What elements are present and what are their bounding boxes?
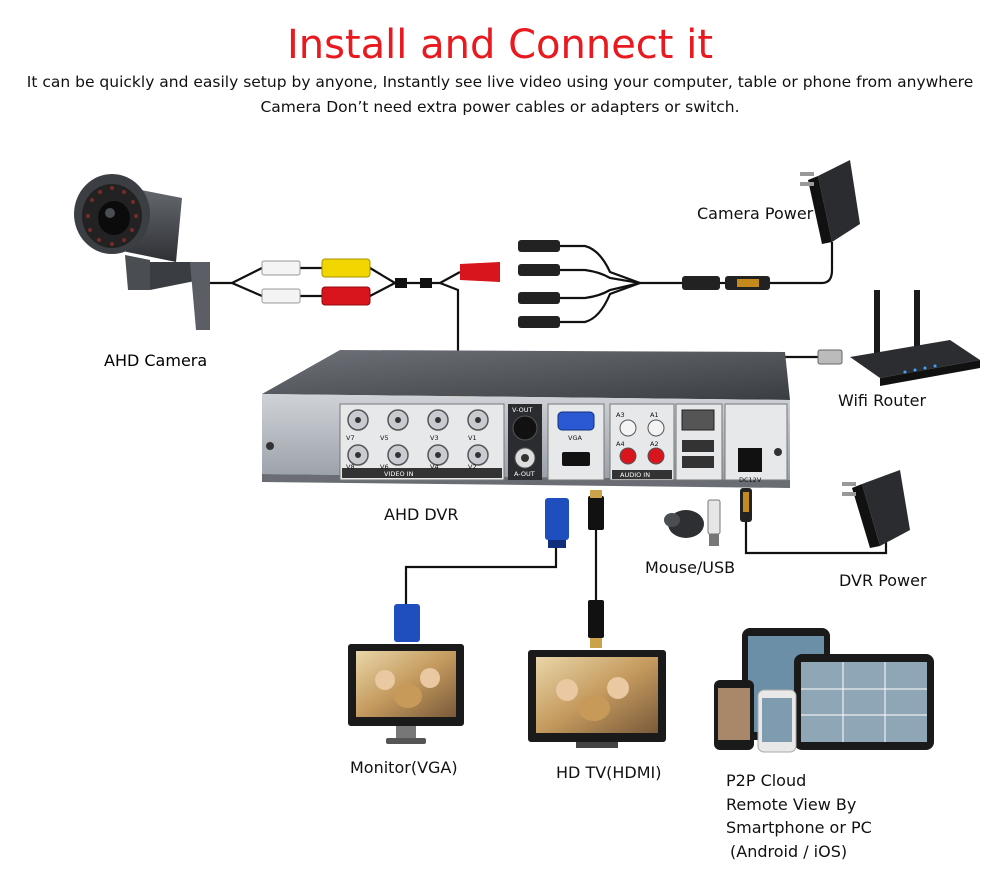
bnc-label-v5: V5 bbox=[380, 434, 389, 442]
bnc-label-v6: V6 bbox=[380, 463, 389, 471]
subtitle-line-2: Camera Don’t need extra power cables or … bbox=[260, 98, 740, 116]
camera-power-label: Camera Power bbox=[697, 204, 814, 223]
ahd-camera-label: AHD Camera bbox=[104, 351, 207, 370]
wifi-router-label: Wifi Router bbox=[838, 391, 927, 410]
p2p-line-4: (Android / iOS) bbox=[730, 842, 847, 861]
bnc-label-v4: V4 bbox=[430, 463, 439, 471]
monitor-image bbox=[348, 644, 464, 744]
hd-tv-image bbox=[528, 650, 666, 748]
p2p-line-3: Smartphone or PC bbox=[726, 818, 872, 837]
mobile-devices-image bbox=[714, 628, 934, 753]
audio-label-a4: A4 bbox=[616, 440, 625, 448]
bnc-label-v2: V2 bbox=[468, 463, 477, 471]
subtitle-line-1: It can be quickly and easily setup by an… bbox=[26, 73, 974, 91]
dvr-power-adapter bbox=[740, 470, 910, 548]
audio-in-label: AUDIO IN bbox=[620, 471, 650, 479]
dvr-panel-text: V7 V5 V3 V1 V8 V6 V4 V2 VIDEO IN VGA A-O… bbox=[346, 406, 762, 484]
bnc-label-v7: V7 bbox=[346, 434, 355, 442]
mouse-usb-image bbox=[664, 499, 721, 546]
vga-port-label: VGA bbox=[568, 434, 582, 442]
p2p-line-2: Remote View By bbox=[726, 795, 856, 814]
bnc-label-v1: V1 bbox=[468, 434, 477, 442]
p2p-cloud-text: P2P Cloud Remote View By Smartphone or P… bbox=[726, 771, 872, 861]
bnc-label-v3: V3 bbox=[430, 434, 439, 442]
page-title: Install and Connect it bbox=[287, 22, 713, 68]
audio-label-a1: A1 bbox=[650, 411, 659, 419]
dvr-unit bbox=[262, 350, 790, 488]
vout-label: V-OUT bbox=[512, 406, 532, 414]
power-splitter bbox=[518, 240, 770, 328]
bnc-label-v8: V8 bbox=[346, 463, 355, 471]
monitor-vga-label: Monitor(VGA) bbox=[350, 758, 458, 777]
p2p-line-1: P2P Cloud bbox=[726, 771, 806, 790]
dvr-power-label: DVR Power bbox=[839, 571, 927, 590]
dc-label: DC12V bbox=[739, 476, 762, 484]
aout-label: A-OUT bbox=[514, 470, 535, 478]
audio-label-a3: A3 bbox=[616, 411, 625, 419]
audio-label-a2: A2 bbox=[650, 440, 659, 448]
rca-connectors bbox=[261, 258, 500, 402]
ahd-camera-image bbox=[74, 174, 210, 330]
mouse-usb-label: Mouse/USB bbox=[645, 558, 735, 577]
vga-hdmi-plugs bbox=[394, 490, 604, 648]
ahd-dvr-label: AHD DVR bbox=[384, 505, 458, 524]
video-in-label: VIDEO IN bbox=[384, 470, 414, 478]
hd-tv-label: HD TV(HDMI) bbox=[556, 763, 662, 782]
camera-power-adapter bbox=[800, 160, 860, 244]
